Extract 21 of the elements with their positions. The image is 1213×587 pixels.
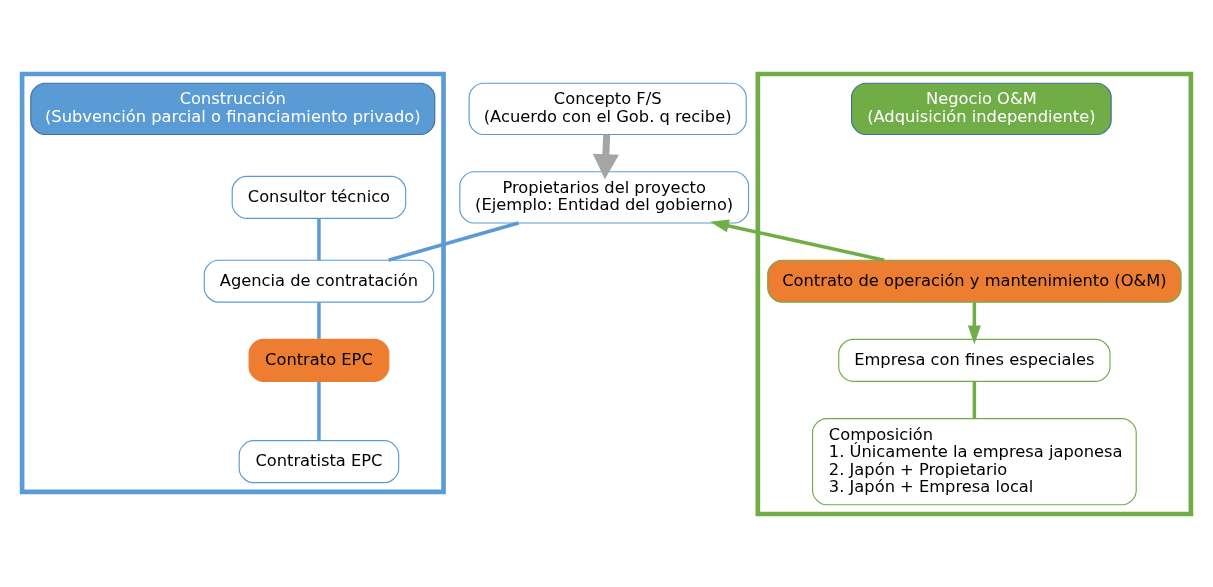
node-box: Composición 1. Únicamente la empresa japonesa 2. Japón + Propietario 3. Japón + Empresa local: [811, 417, 1137, 505]
node-box: Contratista EPC: [238, 439, 400, 483]
node-box: Agencia de contratación: [203, 259, 435, 303]
connector: [972, 381, 977, 418]
node-box: Consultor técnico: [231, 175, 407, 219]
cluster: [755, 71, 1194, 516]
node-box: Concepto F/S (Acuerdo con el Gob. q recibe): [468, 82, 747, 135]
node-box: Contrato EPC: [248, 338, 390, 382]
arrow: [710, 219, 885, 262]
node-box: Negocio O&M (Adquisición independiente): [850, 82, 1112, 135]
node-box: Empresa con fines especiales: [838, 338, 1111, 382]
node-box: Propietarios del proyecto (Ejemplo: Entidad del gobierno): [459, 170, 750, 224]
arrow: [592, 133, 619, 179]
node-box: Contrato de operación y mantenimiento (O&M): [767, 259, 1182, 303]
cluster: [19, 71, 446, 494]
connector: [388, 220, 520, 262]
arrow: [967, 302, 981, 344]
connector: [317, 218, 321, 260]
connector: [317, 302, 321, 339]
connector: [317, 381, 321, 440]
node-box: Construcción (Subvención parcial o financiamiento privado): [30, 82, 436, 135]
